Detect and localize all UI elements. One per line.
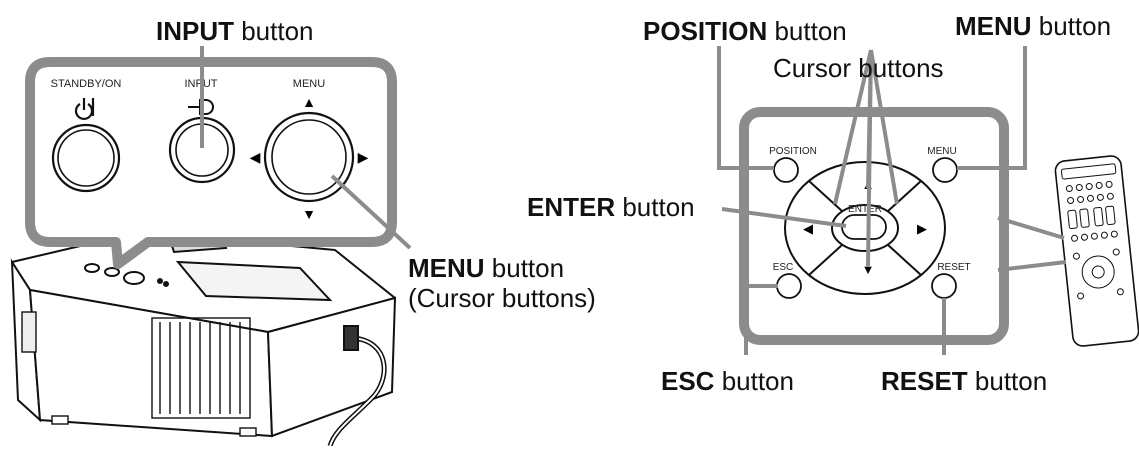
remote-left-arrow-icon[interactable]: ◀ [803, 221, 813, 236]
menu-remote-callout-bold: MENU [955, 11, 1032, 41]
cursor-down-arrow-icon: ▼ [302, 206, 316, 222]
esc-callout-rest: button [714, 366, 794, 396]
cursor-callout-text: Cursor buttons [773, 53, 944, 83]
standby-button[interactable] [51, 123, 121, 193]
reset-callout-bold: RESET [881, 366, 968, 396]
menu-panel-label: MENU [293, 78, 325, 90]
cursor-left-arrow-icon: ◀ [250, 149, 261, 165]
menu-remote-button[interactable] [932, 157, 958, 183]
menu-remote-callout-rest: button [1031, 11, 1112, 41]
input-callout-rest: button [234, 16, 314, 46]
enter-callout-rest: button [615, 192, 695, 222]
menu-remote-panel-label: MENU [927, 146, 956, 157]
menu-projector-callout-rest: button [484, 253, 565, 283]
power-icon [74, 98, 95, 121]
input-button[interactable] [168, 116, 236, 184]
enter-button[interactable] [841, 214, 887, 240]
right-leader-lines [717, 46, 1027, 355]
remote-control-illustration [1054, 155, 1139, 347]
enter-callout-bold: ENTER [527, 192, 616, 222]
esc-button[interactable] [776, 273, 802, 299]
enter-panel-label: ENTER [848, 204, 882, 215]
position-panel-label: POSITION [769, 146, 817, 157]
reset-callout-rest: button [967, 366, 1048, 396]
reset-panel-label: RESET [937, 262, 970, 273]
reset-button-callout: RESET button [881, 366, 1047, 396]
cursor-right-arrow-icon: ▶ [358, 149, 369, 165]
position-button-callout: POSITION button [643, 16, 847, 46]
input-button-callout: INPUT button [156, 16, 314, 46]
menu-cursor-button[interactable] [263, 111, 355, 203]
menu-remote-callout: MENU button [955, 11, 1111, 41]
position-callout-bold: POSITION [643, 16, 768, 46]
esc-button-callout: ESC button [661, 366, 794, 396]
input-callout-bold: INPUT [156, 16, 234, 46]
position-button[interactable] [773, 157, 799, 183]
cursor-buttons-callout: Cursor buttons [773, 53, 944, 83]
menu-projector-callout: MENU button (Cursor buttons) [408, 253, 596, 313]
projector-illustration [10, 231, 397, 447]
standby-label: STANDBY/ON [51, 78, 122, 90]
menu-projector-callout-line2: (Cursor buttons) [408, 283, 596, 313]
position-callout-rest: button [767, 16, 847, 46]
esc-panel-label: ESC [773, 262, 794, 273]
reset-button[interactable] [931, 273, 957, 299]
left-leader-lines [200, 46, 412, 250]
menu-projector-callout-bold: MENU [408, 253, 485, 283]
remote-down-arrow-icon[interactable]: ▼ [862, 262, 875, 277]
cursor-up-arrow-icon: ▲ [302, 94, 316, 110]
input-icon [188, 99, 214, 115]
remote-leader-lines [997, 216, 1067, 272]
esc-callout-bold: ESC [661, 366, 715, 396]
remote-right-arrow-icon[interactable]: ▶ [917, 221, 927, 236]
enter-button-callout: ENTER button [527, 192, 695, 222]
